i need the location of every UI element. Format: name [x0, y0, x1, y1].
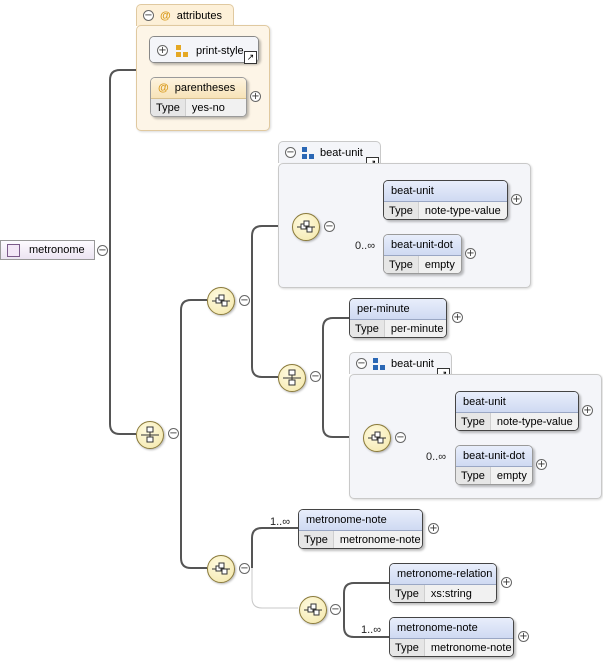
attribute-group-icon [176, 44, 188, 57]
type-value: note-type-value [496, 416, 573, 428]
expand-icon[interactable]: + [157, 45, 168, 56]
type-value: metronome-note [339, 534, 421, 546]
expand-icon[interactable]: + [501, 577, 512, 588]
sequence-compositor-icon[interactable] [278, 364, 306, 392]
occurrence-label: 1..∞ [361, 624, 382, 636]
collapse-icon[interactable]: − [285, 147, 296, 158]
type-value: empty [424, 259, 455, 271]
collapse-icon[interactable]: − [310, 371, 321, 382]
element-name: beat-unit [384, 181, 507, 202]
expand-icon[interactable]: + [452, 312, 463, 323]
attributes-label: attributes [176, 9, 222, 22]
element-name: beat-unit-dot [456, 446, 532, 467]
element-name: beat-unit-dot [384, 235, 461, 256]
beat-unit-element[interactable]: beat-unit Type note-type-value [455, 391, 579, 431]
type-key: Type [390, 639, 425, 656]
attributes-tab[interactable]: − @ attributes [136, 4, 234, 26]
type-value: yes-no [191, 102, 225, 114]
type-value: empty [496, 470, 527, 482]
root-element-metronome[interactable]: metronome [0, 240, 95, 260]
element-name: metronome-note [390, 618, 513, 639]
metronome-relation-element[interactable]: metronome-relation Type xs:string [389, 563, 497, 603]
sequence-compositor-icon[interactable] [136, 421, 164, 449]
type-value: note-type-value [424, 205, 501, 217]
element-name: metronome-relation [390, 564, 496, 585]
expand-icon[interactable]: + [582, 405, 593, 416]
occurrence-label: 0..∞ [355, 240, 376, 252]
beat-unit-group-label: beat-unit [391, 357, 434, 370]
type-value: metronome-note [430, 642, 512, 654]
expand-icon[interactable]: + [511, 194, 522, 205]
type-key: Type [299, 531, 334, 548]
expand-icon[interactable]: + [428, 523, 439, 534]
type-key: Type [151, 99, 186, 116]
type-key: Type [456, 467, 491, 484]
group-icon [373, 357, 385, 370]
collapse-icon[interactable]: − [330, 604, 341, 615]
type-value: xs:string [430, 588, 472, 600]
element-name: beat-unit [456, 392, 578, 413]
expand-icon[interactable]: + [465, 248, 476, 259]
expand-icon[interactable]: + [536, 459, 547, 470]
beat-unit-element[interactable]: beat-unit Type note-type-value [383, 180, 508, 220]
type-key: Type [384, 202, 419, 219]
beat-unit-group-label: beat-unit [320, 146, 363, 159]
print-style-group-ref[interactable]: + print-style [149, 36, 259, 63]
beat-unit-dot-element[interactable]: beat-unit-dot Type empty [383, 234, 462, 274]
print-style-label: print-style [196, 44, 244, 57]
collapse-icon[interactable]: − [168, 428, 179, 439]
occurrence-label: 0..∞ [426, 451, 447, 463]
collapse-icon[interactable]: − [239, 563, 250, 574]
element-name: metronome-note [299, 510, 422, 531]
choice-compositor-icon[interactable] [299, 596, 327, 624]
collapse-icon[interactable]: − [324, 221, 335, 232]
group-icon [302, 146, 314, 159]
beat-unit-group-tab[interactable]: − beat-unit [349, 352, 452, 374]
expand-icon[interactable]: + [518, 631, 529, 642]
choice-compositor-icon[interactable] [207, 287, 235, 315]
collapse-icon[interactable]: − [395, 432, 406, 443]
choice-compositor-icon[interactable] [292, 213, 320, 241]
element-name: per-minute [350, 299, 446, 320]
parentheses-attribute[interactable]: @ parentheses Type yes-no [150, 77, 247, 117]
type-key: Type [390, 585, 425, 602]
collapse-icon[interactable]: − [239, 295, 250, 306]
reference-link-icon[interactable]: ↗ [244, 51, 257, 64]
attribute-icon: @ [160, 9, 171, 22]
expand-icon[interactable]: + [250, 91, 261, 102]
type-key: Type [350, 320, 385, 337]
occurrence-label: 1..∞ [270, 516, 291, 528]
root-label: metronome [29, 244, 85, 256]
element-icon [7, 243, 20, 257]
collapse-icon[interactable]: − [356, 358, 367, 369]
type-value: per-minute [390, 323, 444, 335]
type-key: Type [384, 256, 419, 273]
choice-compositor-icon[interactable] [207, 555, 235, 583]
beat-unit-dot-element[interactable]: beat-unit-dot Type empty [455, 445, 533, 485]
collapse-icon[interactable]: − [97, 245, 108, 256]
parentheses-label: parentheses [174, 82, 236, 94]
collapse-icon[interactable]: − [143, 10, 154, 21]
beat-unit-group-tab[interactable]: − beat-unit [278, 141, 381, 163]
type-key: Type [456, 413, 491, 430]
attribute-icon: @ [158, 82, 169, 94]
choice-compositor-icon[interactable] [363, 424, 391, 452]
